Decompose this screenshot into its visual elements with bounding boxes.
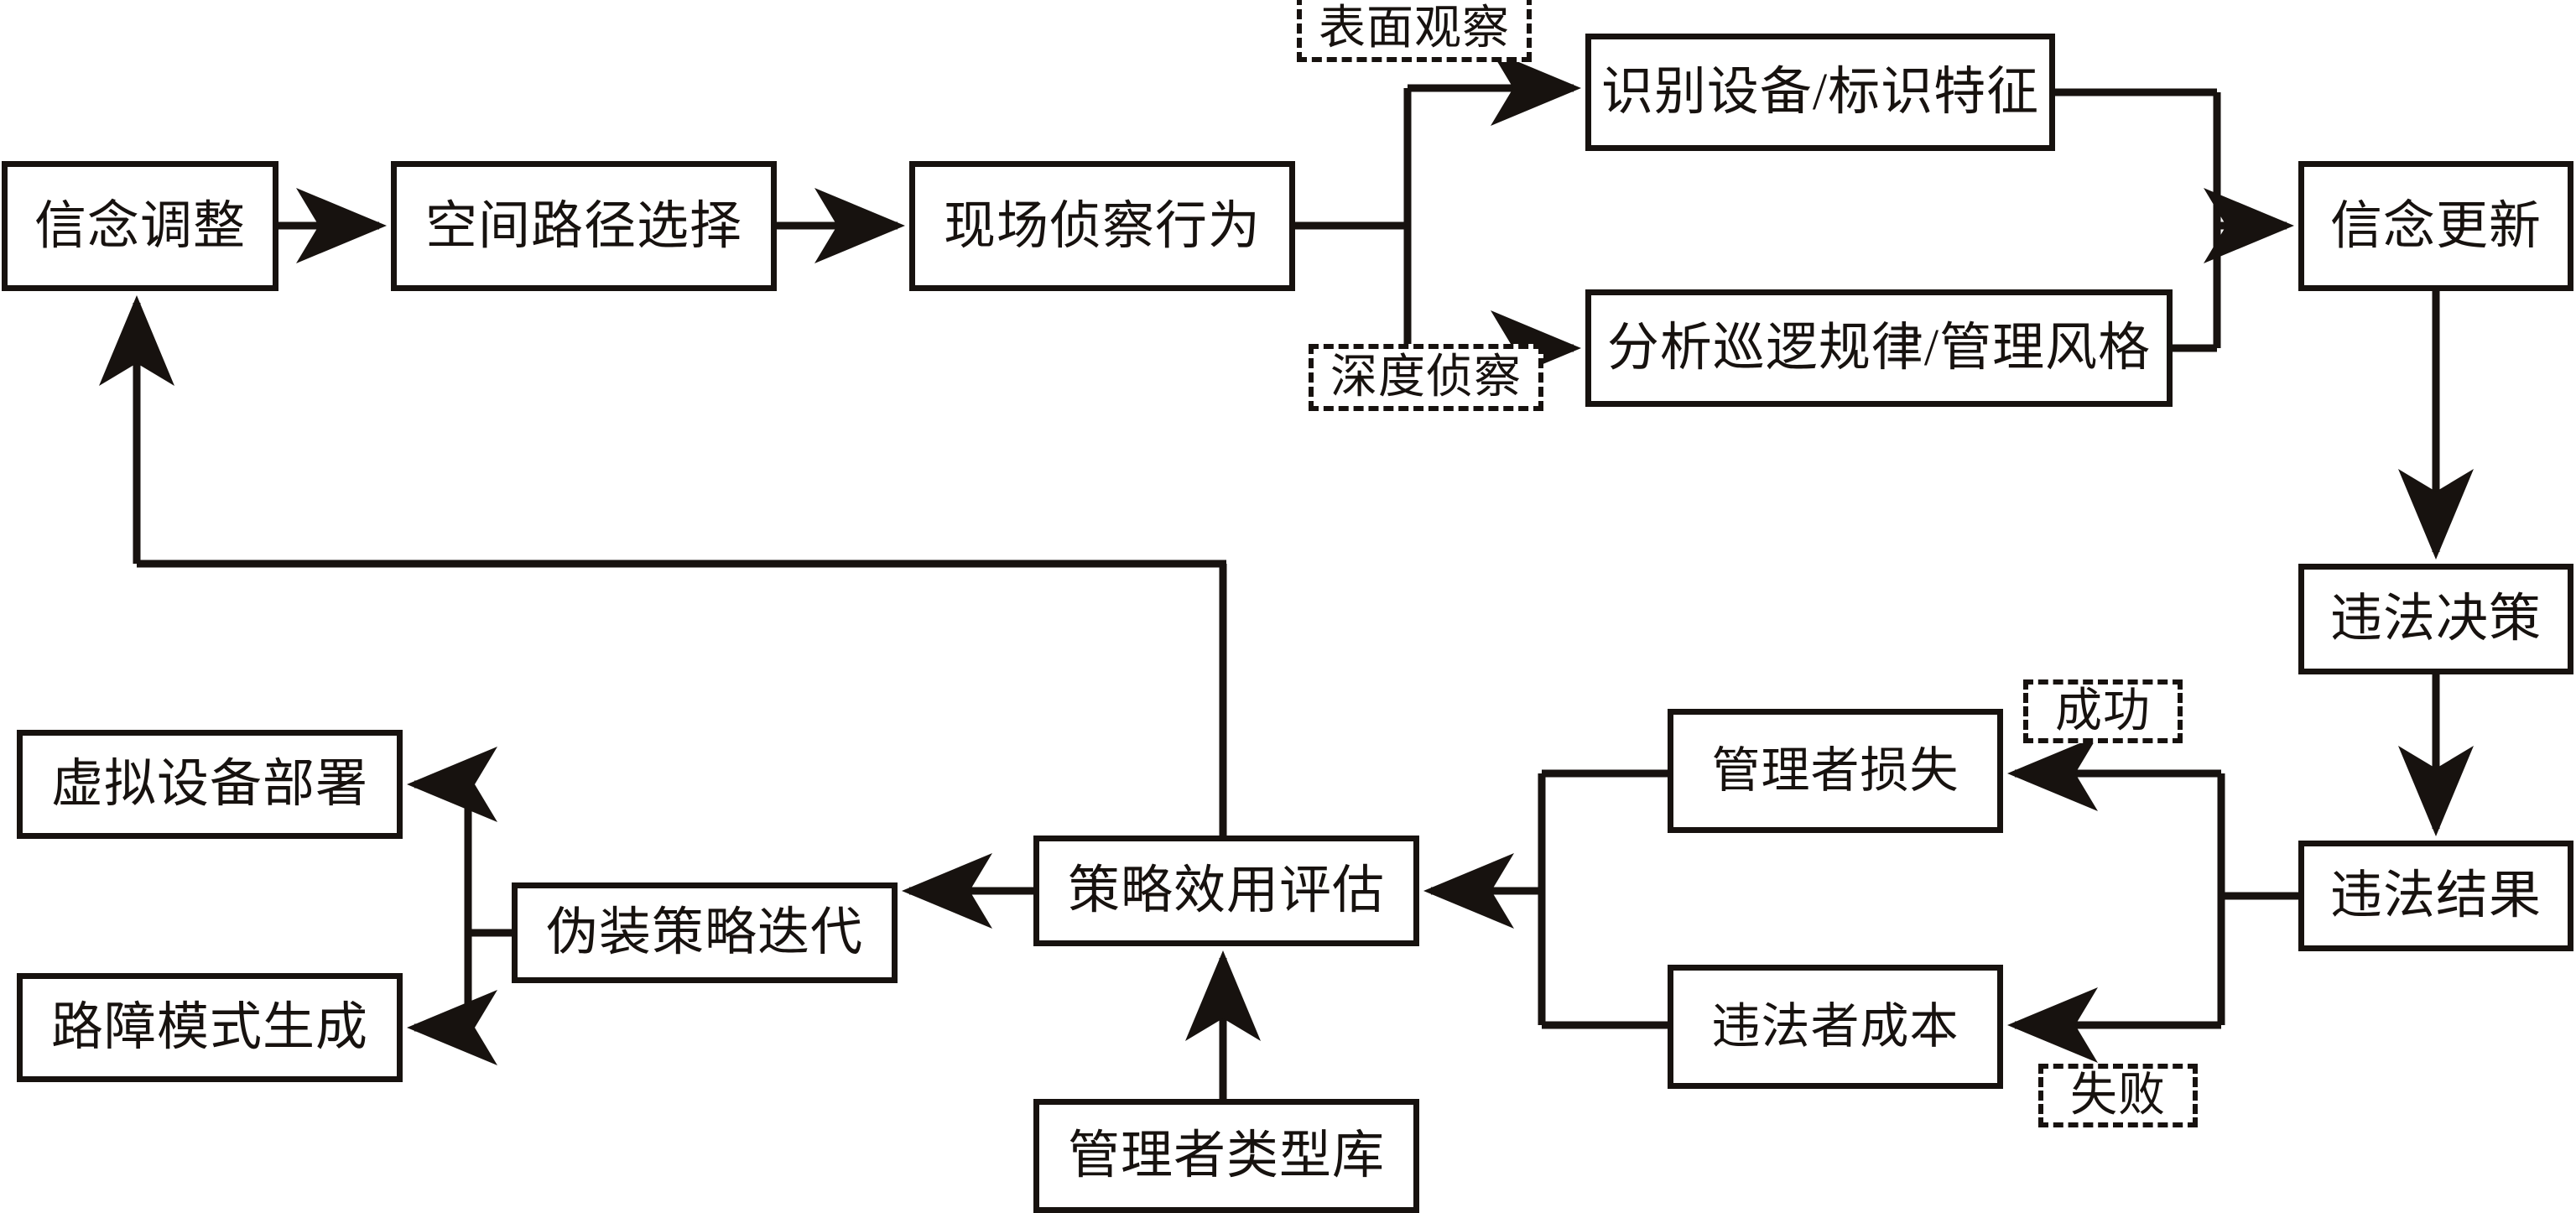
node-barrier-pattern-gen[interactable]: 路障模式生成	[17, 973, 403, 1082]
node-label: 信念更新	[2329, 197, 2542, 255]
tag-deep-recon: 深度侦察	[1309, 344, 1543, 411]
node-analyze-patrol[interactable]: 分析巡逻规律/管理风格	[1585, 289, 2173, 407]
node-virtual-device-deploy[interactable]: 虚拟设备部署	[17, 730, 403, 839]
tag-label: 成功	[2055, 685, 2151, 737]
node-label: 虚拟设备部署	[50, 756, 368, 813]
node-identify-device[interactable]: 识别设备/标识特征	[1585, 34, 2055, 151]
tag-failure: 失败	[2038, 1064, 2198, 1127]
node-label: 管理者损失	[1711, 743, 1959, 798]
node-illegal-result[interactable]: 违法结果	[2298, 841, 2573, 951]
tag-label: 失败	[2070, 1070, 2166, 1122]
node-label: 伪装策略迭代	[545, 904, 863, 961]
node-label: 识别设备/标识特征	[1600, 64, 2040, 121]
tag-label: 深度侦察	[1330, 351, 1522, 403]
node-manager-type-lib[interactable]: 管理者类型库	[1033, 1099, 1419, 1213]
node-label: 管理者类型库	[1067, 1127, 1385, 1184]
node-label: 违法结果	[2329, 867, 2542, 924]
node-belief-update[interactable]: 信念更新	[2298, 161, 2573, 291]
node-label: 违法决策	[2329, 591, 2542, 648]
node-site-recon[interactable]: 现场侦察行为	[909, 161, 1295, 291]
node-label: 策略效用评估	[1067, 862, 1385, 919]
node-label: 分析巡逻规律/管理风格	[1606, 320, 2152, 377]
node-label: 路障模式生成	[50, 999, 368, 1056]
tag-label: 表面观察	[1319, 3, 1510, 55]
node-offender-cost[interactable]: 违法者成本	[1668, 965, 2003, 1089]
node-label: 违法者成本	[1711, 999, 1959, 1054]
node-label: 现场侦察行为	[943, 197, 1261, 255]
tag-surface-observation: 表面观察	[1297, 0, 1532, 62]
node-strategy-eval[interactable]: 策略效用评估	[1033, 836, 1419, 946]
node-label: 信念调整	[34, 197, 246, 255]
node-path-choice[interactable]: 空间路径选择	[391, 161, 777, 291]
node-belief-adjust[interactable]: 信念调整	[2, 161, 278, 291]
node-label: 空间路径选择	[424, 197, 742, 255]
tag-success: 成功	[2023, 679, 2183, 743]
node-camouflage-iteration[interactable]: 伪装策略迭代	[512, 882, 898, 983]
node-manager-loss[interactable]: 管理者损失	[1668, 709, 2003, 833]
node-illegal-decision[interactable]: 违法决策	[2298, 564, 2573, 674]
